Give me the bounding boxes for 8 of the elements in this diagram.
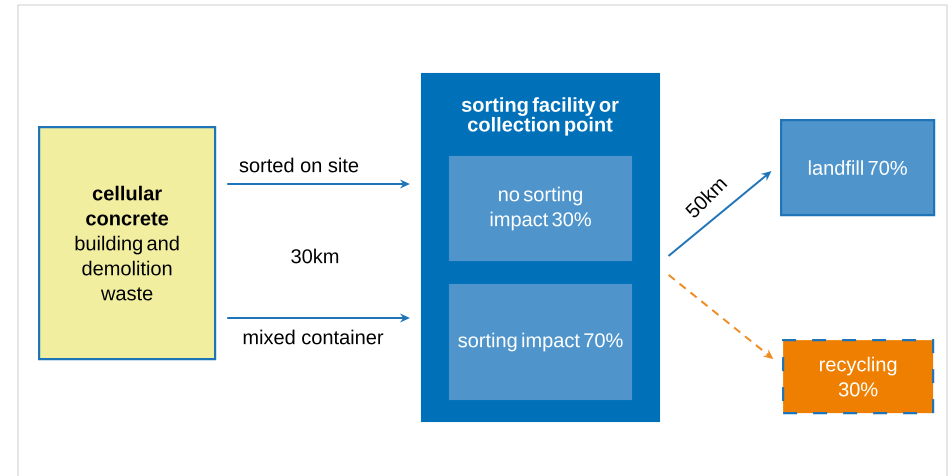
edge-label: mixed container (244, 330, 384, 344)
process-box: no sorting impact 30% (448, 156, 632, 262)
process-box: sorting impact 70% (448, 284, 632, 400)
destination-box: landfill 70% (780, 119, 936, 216)
edge-label: sorted on site (240, 158, 358, 172)
destination-box: recycling 30% (782, 339, 934, 414)
waste-box: cellular concrete building and demolition waste (38, 126, 216, 360)
distance-label: 30km (291, 248, 338, 264)
